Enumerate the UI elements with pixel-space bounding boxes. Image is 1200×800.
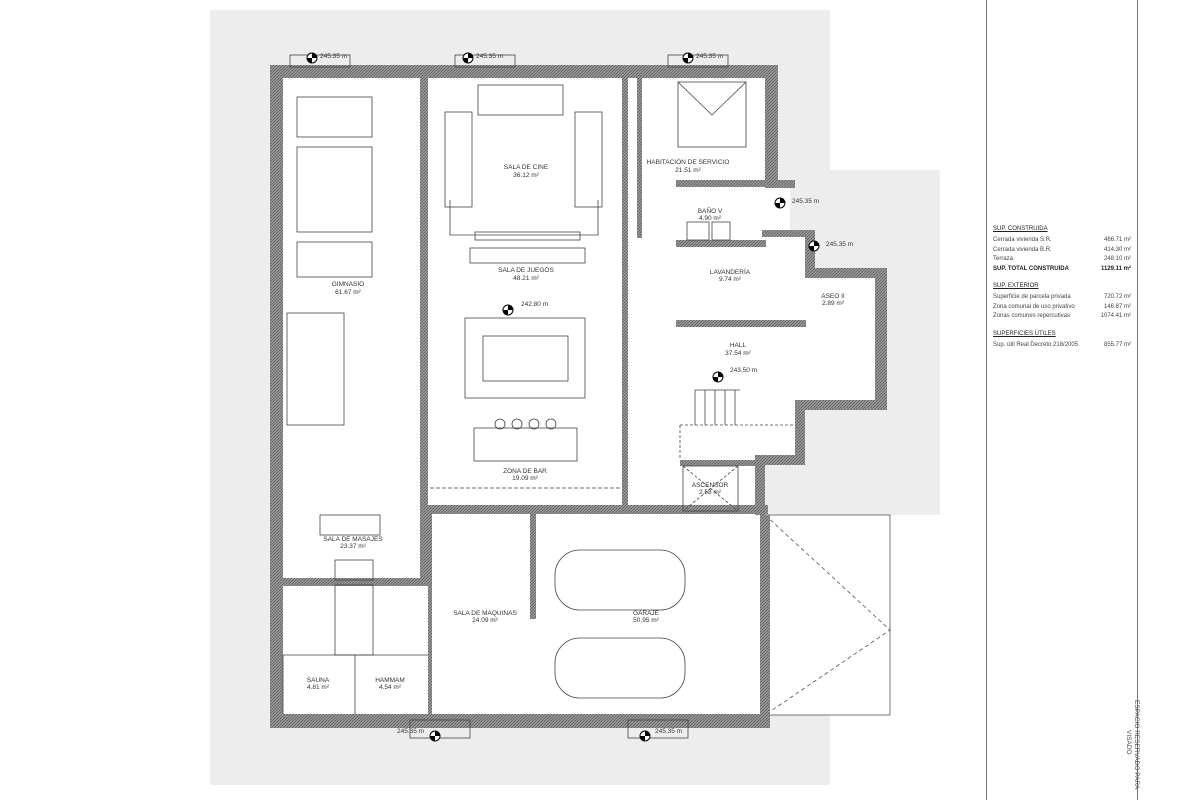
- row-label: Zona comunal de uso privativo: [993, 303, 1075, 310]
- outer-walls: [270, 65, 887, 728]
- room-name: HALL: [730, 342, 747, 349]
- row-value: 146.87 m²: [1103, 303, 1131, 310]
- row-value: 720.72 m²: [1103, 294, 1131, 300]
- room-area: 50.95 m²: [633, 617, 659, 624]
- room-name: SALA DE CINE: [504, 164, 549, 171]
- room-area: 4.54 m²: [379, 684, 402, 691]
- level-marker: 245.35 m: [639, 728, 682, 742]
- room-area: 19.09 m²: [512, 475, 538, 482]
- table-row: Zona comunal de uso privativo 146.87 m²: [993, 303, 1131, 313]
- level-marker: 245.35 m: [808, 240, 853, 252]
- sup-construida-section: SUP. CONSTRUIDA Cerrada vivienda S.R. 466…: [993, 226, 1131, 274]
- garage-ramp: [764, 514, 891, 716]
- room-name: SALA DE MASAJES: [323, 536, 383, 543]
- table-row: Terraza 248.10 m²: [993, 255, 1131, 265]
- room-area: 23.37 m²: [340, 543, 366, 550]
- level-marker: 245.35 m: [462, 52, 503, 64]
- room-area: 9.74 m²: [719, 276, 742, 283]
- room-area: 4.81 m²: [307, 684, 330, 691]
- level-marker: 243.50 m: [712, 367, 757, 383]
- room-name: SALA DE JUEGOS: [498, 267, 554, 274]
- room-area: 2.58 m²: [699, 489, 722, 496]
- visado-line-1: ESPACIO RESERVADO PARA: [1133, 700, 1140, 790]
- table-row: Cerrada vivienda B.R. 414.30 m²: [993, 246, 1131, 256]
- row-value: 466.71 m²: [1103, 237, 1131, 243]
- level-value: 243.50 m: [730, 367, 757, 374]
- level-value: 242.80 m: [521, 301, 548, 308]
- level-marker: 245.35 m: [682, 52, 723, 64]
- room-name: ASCENSOR: [692, 482, 729, 489]
- table-row: Superficie de parcela privada 720.72 m²: [993, 293, 1131, 303]
- level-marker: 245.35 m: [774, 197, 819, 209]
- row-value: 1074.41 m²: [1100, 313, 1131, 319]
- section-title: SUPERFICIES ÚTILES: [993, 331, 1056, 337]
- room-name: HAMMAM: [375, 677, 405, 684]
- row-label: Cerrada vivienda S.R.: [993, 237, 1052, 243]
- section-title: SUP. EXTERIOR: [993, 283, 1039, 289]
- total-label: SUP. TOTAL CONSTRUIDA: [993, 265, 1069, 272]
- room-area: 37.54 m²: [725, 350, 751, 357]
- level-value: 245.35 m: [320, 53, 347, 60]
- room-name: GIMNASIO: [332, 281, 365, 288]
- level-markers: 245.35 m 245.35 m 245.35 m 245.35 m 245.…: [306, 52, 853, 742]
- room-area: 61.67 m²: [335, 289, 361, 296]
- row-value: 248.10 m²: [1103, 256, 1131, 262]
- level-marker: 245.35 m: [306, 52, 347, 64]
- level-value: 245.35 m: [696, 53, 723, 60]
- surface-summary-panel: SUP. CONSTRUIDA Cerrada vivienda S.R. 466…: [986, 0, 1138, 800]
- row-value: 855.77 m²: [1103, 342, 1131, 348]
- level-value: 245.35 m: [792, 198, 819, 205]
- row-label: Superficie de parcela privada: [993, 294, 1071, 300]
- room-name: GARAJE: [633, 610, 660, 617]
- room-name: ZONA DE BAR: [503, 468, 547, 475]
- row-label: Cerrada vivienda B.R.: [993, 246, 1052, 253]
- room-name: SALA DE MAQUINAS: [453, 610, 517, 617]
- room-name: HABITACIÓN DE SERVICIO: [647, 157, 730, 166]
- room-area: 48.21 m²: [513, 275, 539, 282]
- total-row: SUP. TOTAL CONSTRUIDA 1129.11 m²: [993, 265, 1131, 275]
- table-row: Sup. útil Real Decreto 218/2005 855.77 m²: [993, 341, 1131, 351]
- table-row: Zonas comunes repercutivas 1074.41 m²: [993, 312, 1131, 322]
- level-value: 245.35 m: [655, 728, 682, 735]
- table-row: Cerrada vivienda S.R. 466.71 m²: [993, 236, 1131, 246]
- section-title: SUP. CONSTRUIDA: [993, 226, 1048, 232]
- row-label: Sup. útil Real Decreto 218/2005: [993, 342, 1079, 348]
- row-label: Zonas comunes repercutivas: [993, 313, 1071, 319]
- total-value: 1129.11 m²: [1100, 265, 1131, 272]
- level-value: 245.35 m: [476, 53, 503, 60]
- row-label: Terraza: [993, 256, 1014, 262]
- visado-stamp-area: ESPACIO RESERVADO PARA VISADO: [1125, 700, 1148, 800]
- room-area: 4.90 m²: [699, 215, 722, 222]
- room-area: 36.12 m²: [513, 172, 539, 179]
- room-name: BAÑO V: [698, 206, 723, 215]
- room-name: SAUNA: [307, 677, 330, 684]
- ramp-slope-lines: [764, 514, 891, 716]
- level-marker: 245.35 m: [397, 728, 441, 742]
- room-name: ASEO II: [821, 293, 845, 300]
- room-name: LAVANDERÍA: [710, 267, 751, 276]
- furniture: [282, 54, 795, 739]
- visado-line-2: VISADO: [1125, 730, 1132, 755]
- row-value: 414.30 m²: [1103, 246, 1131, 253]
- level-marker: 242.80 m: [502, 301, 548, 316]
- room-area: 2.89 m²: [822, 300, 845, 307]
- interior-walls: [283, 78, 807, 714]
- room-area: 24.09 m²: [472, 617, 498, 624]
- sup-exterior-section: SUP. EXTERIOR Superficie de parcela priv…: [993, 283, 1131, 322]
- level-value: 245.35 m: [397, 728, 424, 735]
- level-value: 245.35 m: [826, 241, 853, 248]
- room-area: 21.51 m²: [675, 167, 701, 174]
- superficies-utiles-section: SUPERFICIES ÚTILES Sup. útil Real Decret…: [993, 331, 1131, 351]
